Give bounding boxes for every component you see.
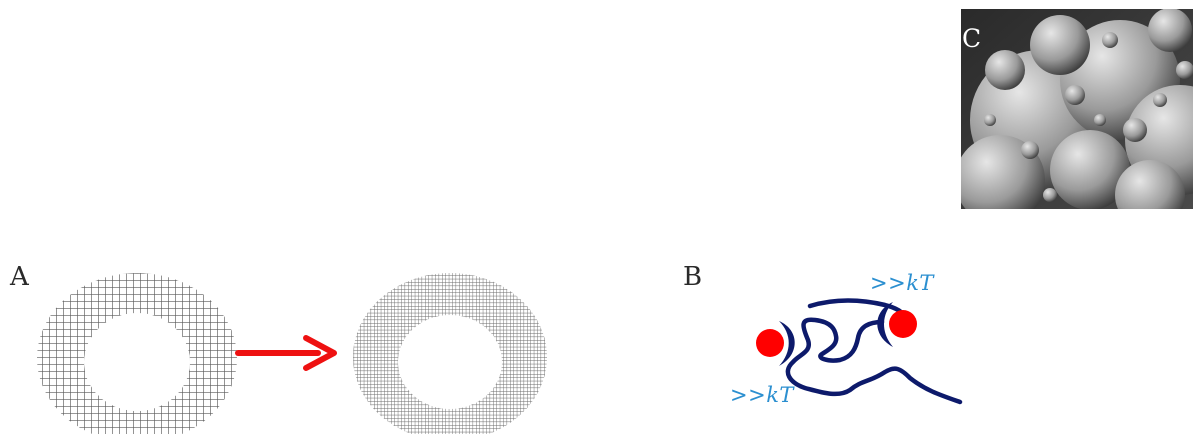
refinement-arrow (235, 335, 337, 371)
polymer-chain (785, 298, 963, 405)
energy-label-top: >>kT (870, 271, 934, 295)
energy-label-bottom: >>kT (730, 383, 794, 407)
energy-label-bottom-kt: kT (766, 383, 794, 407)
binding-site-right (877, 302, 917, 347)
fine-mesh-annulus (353, 273, 547, 434)
energy-label-top-kt: kT (906, 271, 934, 295)
panel-label-b: B (683, 262, 703, 292)
panel-label-a: A (10, 262, 29, 292)
energy-label-top-prefix: >> (870, 271, 907, 295)
panel-label-c: C (962, 24, 982, 53)
binding-site-left (756, 321, 795, 366)
coarse-mesh-annulus (37, 273, 238, 434)
sem-micrograph (961, 9, 1193, 209)
energy-label-bottom-prefix: >> (730, 383, 767, 407)
